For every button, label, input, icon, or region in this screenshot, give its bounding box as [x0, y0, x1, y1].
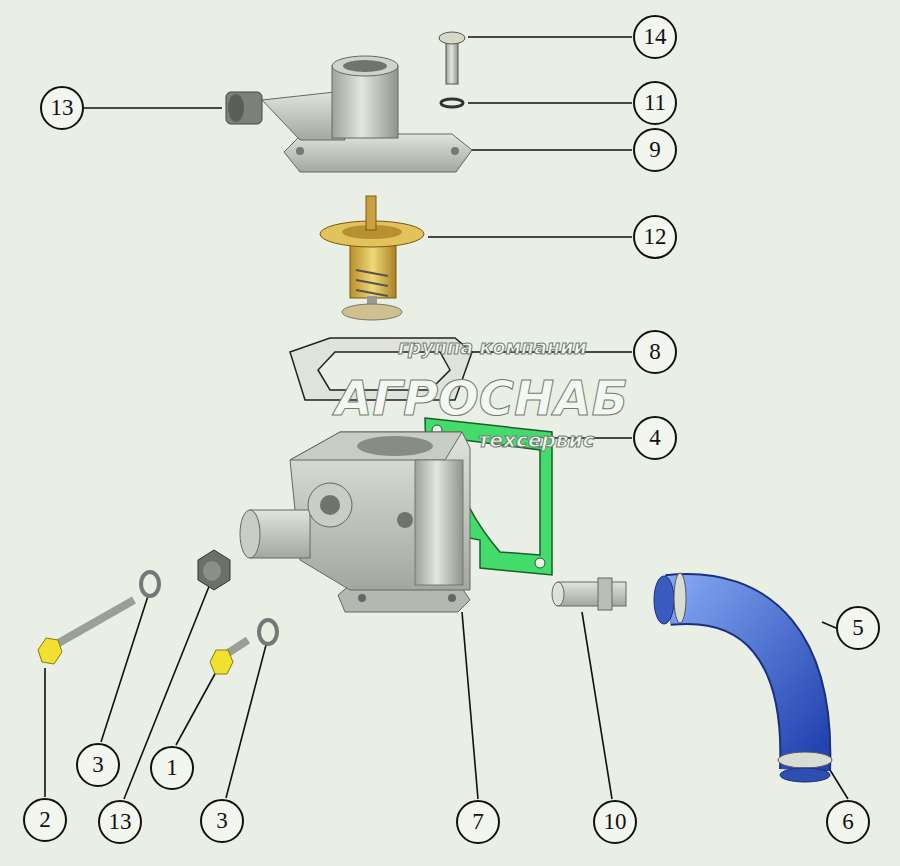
callout-circle: 2 — [23, 798, 67, 842]
watermark: техсервис — [478, 428, 594, 452]
callout-number: 14 — [644, 24, 667, 50]
callout-circle: 5 — [836, 606, 880, 650]
callout-circle: 14 — [633, 15, 677, 59]
callout-number: 13 — [51, 95, 74, 121]
callout-circle: 3 — [200, 799, 244, 843]
callout-number: 13 — [109, 809, 132, 835]
callout-circle: 4 — [633, 416, 677, 460]
callout-circle: 6 — [826, 800, 870, 844]
bolt — [439, 32, 465, 84]
plug — [198, 550, 230, 590]
leader-lines — [45, 37, 848, 799]
bolt — [210, 640, 248, 674]
thermostat-cover — [262, 56, 472, 172]
sensor — [552, 578, 626, 610]
callout-circle: 13 — [40, 86, 84, 130]
washer — [259, 620, 277, 644]
thermostat-housing — [240, 432, 470, 612]
callout-number: 6 — [842, 809, 854, 835]
callout-number: 9 — [649, 137, 661, 163]
watermark: группа компании — [398, 336, 587, 358]
callout-number: 12 — [644, 224, 667, 250]
callout-circle: 10 — [593, 800, 637, 844]
callout-circle: 3 — [76, 743, 120, 787]
watermark: АГРОСНАБ — [335, 370, 628, 426]
callout-number: 7 — [472, 809, 484, 835]
callout-number: 10 — [604, 809, 627, 835]
callout-number: 5 — [852, 615, 864, 641]
callout-circle: 9 — [633, 128, 677, 172]
callout-number: 8 — [649, 339, 661, 365]
callout-circle: 8 — [633, 330, 677, 374]
callout-number: 1 — [166, 755, 178, 781]
callout-circle: 12 — [633, 215, 677, 259]
callout-number: 3 — [92, 752, 104, 778]
washer — [141, 572, 159, 596]
callout-number: 2 — [39, 807, 51, 833]
callout-circle: 11 — [633, 81, 677, 125]
callout-number: 3 — [216, 808, 228, 834]
washer — [441, 99, 463, 107]
thermostat — [320, 196, 424, 320]
callout-circle: 1 — [150, 746, 194, 790]
callout-number: 11 — [644, 90, 666, 116]
callout-circle: 13 — [98, 800, 142, 844]
callout-circle: 7 — [456, 800, 500, 844]
callout-number: 4 — [649, 425, 661, 451]
plug — [226, 92, 262, 124]
bolt — [38, 600, 134, 664]
hose — [654, 573, 832, 782]
